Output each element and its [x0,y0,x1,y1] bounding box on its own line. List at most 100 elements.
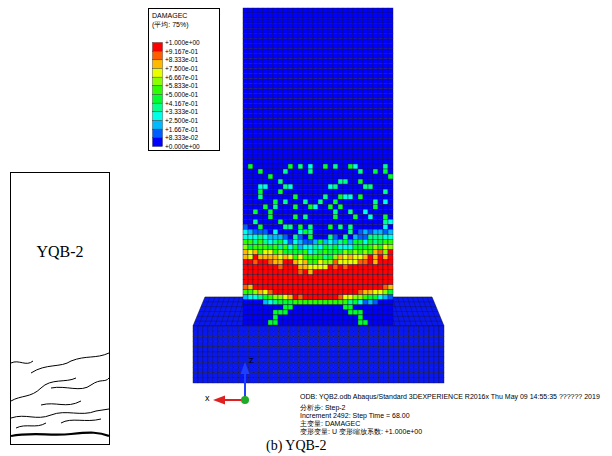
mesh-element [208,357,213,362]
mesh-element [278,119,283,124]
mesh-element [348,164,353,169]
mesh-element [243,149,248,154]
mesh-element [303,43,308,48]
mesh-element [293,164,298,169]
mesh-element [263,169,268,174]
mesh-element [268,300,273,305]
mesh-element [263,194,268,199]
mesh-element [333,244,338,249]
mesh-element [268,164,273,169]
mesh-element [328,28,333,33]
mesh-element [338,58,343,63]
mesh-element [344,373,349,378]
mesh-element [374,352,379,357]
mesh-element [268,134,273,139]
mesh-element [338,300,343,305]
mesh-element [263,347,268,352]
mesh-element [258,8,263,13]
mesh-element [303,189,308,194]
mesh-element [338,244,343,249]
mesh-element [238,362,243,367]
mesh-element [303,109,308,114]
mesh-element [243,255,248,260]
mesh-element [354,342,359,347]
mesh-element [293,53,298,58]
mesh-element [318,275,323,280]
mesh-element [424,342,429,347]
mesh-element [328,73,333,78]
mesh-element [323,109,328,114]
mesh-element [288,331,293,336]
mesh-element [359,336,364,341]
mesh-element [338,94,343,99]
mesh-element [323,169,328,174]
mesh-element [243,164,248,169]
mesh-element [268,290,273,295]
mesh-element [323,285,328,290]
mesh-element [273,255,278,260]
mesh-element [343,94,348,99]
mesh-element [298,239,303,244]
mesh-element [348,209,353,214]
mesh-element [273,204,278,209]
mesh-element [293,357,298,362]
mesh-element [248,58,253,63]
mesh-element [293,189,298,194]
mesh-element [258,18,263,23]
mesh-element [283,362,288,367]
mesh-element [283,244,288,249]
mesh-element [258,119,263,124]
mesh-element [253,209,258,214]
mesh-element [298,184,303,189]
mesh-element [258,331,263,336]
mesh-element [318,285,323,290]
mesh-element [414,362,419,367]
mesh-element [278,43,283,48]
mesh-element [318,280,323,285]
mesh-element [329,352,334,357]
mesh-element [298,149,303,154]
mesh-element [354,362,359,367]
mesh-element [348,124,353,129]
mesh-element [328,164,333,169]
mesh-element [253,109,258,114]
mesh-element [429,336,434,341]
mesh-element [263,8,268,13]
mesh-element [308,109,313,114]
mesh-element [263,43,268,48]
mesh-element [313,154,318,159]
mesh-element [339,347,344,352]
mesh-element [338,114,343,119]
mesh-element [278,28,283,33]
mesh-element [253,169,258,174]
mesh-element [348,260,353,265]
mesh-element [313,38,318,43]
mesh-element [308,270,313,275]
mesh-element [434,362,439,367]
mesh-element [303,239,308,244]
mesh-element [308,260,313,265]
mesh-element [379,342,384,347]
mesh-element [268,209,273,214]
mesh-element [313,320,318,325]
mesh-element [334,378,339,383]
mesh-element [283,38,288,43]
mesh-element [263,129,268,134]
mesh-element [263,83,268,88]
mesh-element [424,367,429,372]
mesh-element [263,104,268,109]
mesh-element [253,48,258,53]
mesh-element [359,378,364,383]
mesh-element [238,336,243,341]
mesh-element [303,352,308,357]
mesh-element [324,331,329,336]
mesh-element [303,63,308,68]
mesh-element [338,18,343,23]
mesh-element [348,99,353,104]
mesh-element [198,367,203,372]
mesh-element [333,8,338,13]
mesh-element [273,214,278,219]
mesh-element [303,336,308,341]
mesh-element [298,159,303,164]
mesh-element [193,326,198,331]
